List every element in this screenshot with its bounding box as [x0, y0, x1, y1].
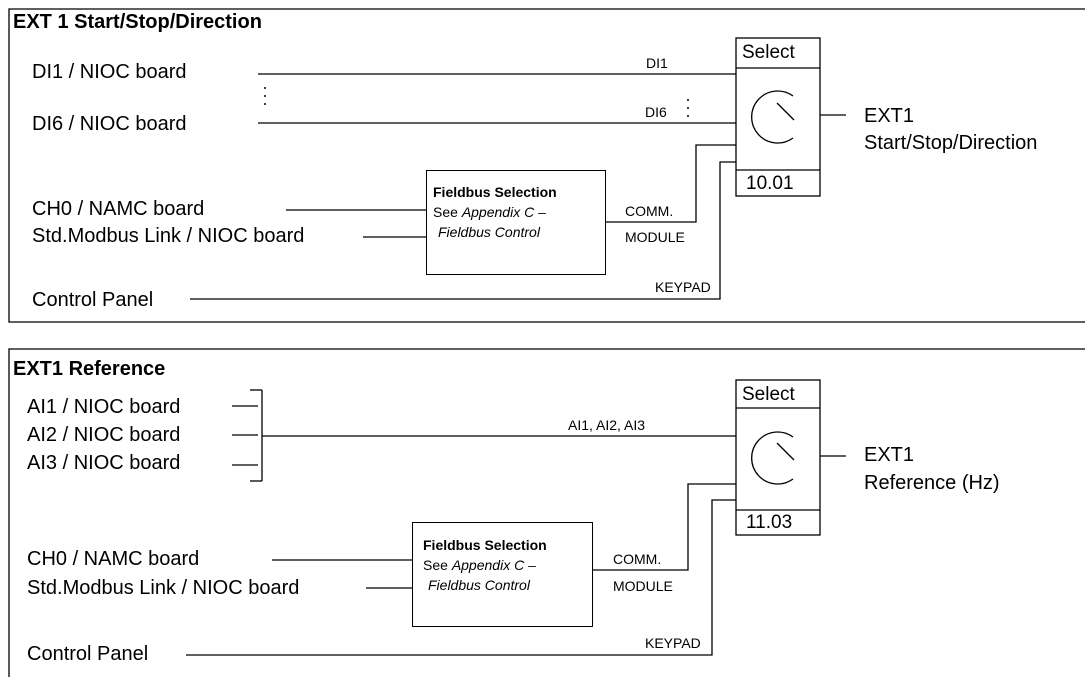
selector-dial-1: [751, 90, 794, 144]
wire-label-di1: DI1: [646, 55, 668, 71]
input-ai2: AI2 / NIOC board: [27, 424, 181, 446]
wire-keypad: [190, 161, 736, 300]
wire-label-keypad-2: KEYPAD: [645, 635, 701, 651]
input-ch0-2: CH0 / NAMC board: [27, 548, 200, 570]
fieldbus-selection-box-1: Fieldbus Selection See Appendix C – Fiel…: [426, 170, 606, 275]
select-box-1: [735, 37, 821, 197]
select-box-2: [735, 379, 821, 536]
input-control-panel: Control Panel: [32, 289, 154, 311]
wire-label-ai: AI1, AI2, AI3: [568, 417, 646, 433]
panel1-title: EXT 1 Start/Stop/Direction: [13, 11, 262, 33]
input-modbus: Std.Modbus Link / NIOC board: [32, 225, 305, 247]
select-label-2: Select: [742, 384, 795, 405]
input-ch0: CH0 / NAMC board: [32, 198, 205, 220]
wire-comm: [606, 144, 736, 223]
input-control-panel-2: Control Panel: [27, 643, 149, 665]
input-di6: DI6 / NIOC board: [32, 113, 187, 135]
wire-label-di6: DI6: [645, 104, 667, 120]
wire-label-comm: COMM.: [625, 203, 674, 219]
input-ai3: AI3 / NIOC board: [27, 452, 181, 474]
selector-dial-2: [751, 431, 794, 485]
wire-keypad-2: [186, 499, 736, 656]
wire-label-comm-2: COMM.: [613, 551, 662, 567]
output-1-line1: EXT1: [864, 105, 915, 127]
output-2-line2: Reference (Hz): [864, 472, 1000, 494]
fieldbus-see-line: See Appendix C –: [433, 204, 546, 220]
select-label-1: Select: [742, 42, 795, 63]
fieldbus-title-2: Fieldbus Selection: [423, 537, 547, 553]
output-1-line2: Start/Stop/Direction: [864, 132, 1038, 154]
fieldbus-title: Fieldbus Selection: [433, 184, 557, 200]
wire-label-module-2: MODULE: [613, 578, 673, 594]
output-2-line1: EXT1: [864, 444, 915, 466]
panel2-title: EXT1 Reference: [13, 358, 166, 380]
fieldbus-see-line-2: See Appendix C –: [423, 557, 536, 573]
input-di1: DI1 / NIOC board: [32, 61, 187, 83]
fieldbus-control-line: Fieldbus Control: [438, 224, 540, 240]
parameter-1001: 10.01: [746, 173, 794, 194]
wire-comm-2: [593, 483, 736, 571]
fieldbus-selection-box-2: Fieldbus Selection See Appendix C – Fiel…: [412, 522, 593, 627]
parameter-1103: 11.03: [746, 512, 793, 533]
panel2-frame: [8, 348, 1085, 677]
fieldbus-control-line-2: Fieldbus Control: [428, 577, 530, 593]
input-ai1: AI1 / NIOC board: [27, 396, 181, 418]
input-modbus-2: Std.Modbus Link / NIOC board: [27, 577, 300, 599]
panel1-frame: [8, 8, 1085, 323]
wire-label-keypad: KEYPAD: [655, 279, 711, 295]
wire-label-module: MODULE: [625, 229, 685, 245]
